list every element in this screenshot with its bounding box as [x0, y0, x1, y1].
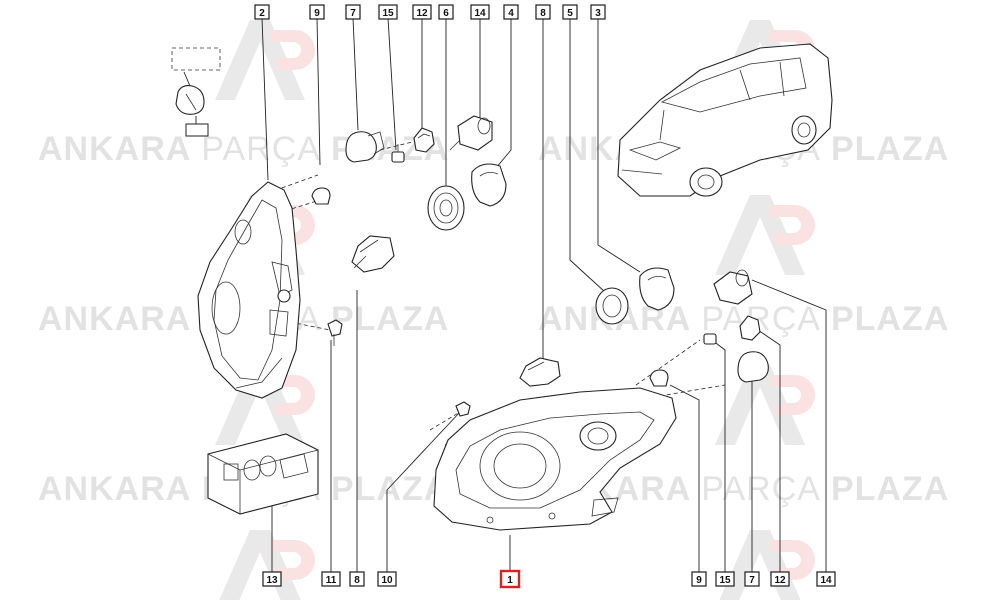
svg-text:15: 15: [382, 8, 394, 19]
side-bulb-9: [649, 369, 669, 387]
dust-cover-5: [595, 287, 629, 325]
svg-text:11: 11: [326, 575, 337, 586]
screw-11: [327, 319, 343, 346]
callouts-top: 2 9 7 15 12 6 14 4 8 5 3: [254, 4, 606, 20]
callout-7[interactable]: 7: [345, 4, 361, 20]
indicator-bulb-top: [345, 131, 385, 163]
callout-9[interactable]: 9: [691, 571, 707, 587]
level-actuator-14-top: [449, 115, 493, 151]
svg-text:2: 2: [259, 8, 265, 19]
callout-15[interactable]: 15: [715, 571, 735, 587]
svg-text:9: 9: [696, 575, 702, 586]
callout-10[interactable]: 10: [377, 571, 397, 587]
svg-text:1: 1: [507, 575, 513, 586]
svg-text:7: 7: [749, 575, 755, 586]
callout-8[interactable]: 8: [535, 4, 551, 20]
callouts-bottom: 13 11 8 10 1 9 15 7 12 14: [262, 569, 836, 589]
svg-text:13: 13: [266, 575, 278, 586]
callout-14[interactable]: 14: [470, 4, 490, 20]
dust-cover-6: [427, 185, 465, 231]
callout-2[interactable]: 2: [254, 4, 270, 20]
callout-8[interactable]: 8: [349, 571, 365, 587]
bulb-holder-12-right: [739, 315, 761, 341]
leader-lines: [261, 17, 827, 572]
indicator-bulb-right: [737, 351, 769, 383]
car-illustration: [617, 43, 833, 197]
svg-text:14: 14: [474, 8, 486, 19]
callout-9[interactable]: 9: [309, 4, 325, 20]
level-actuator-14-right: [713, 269, 753, 305]
screw-10: [455, 401, 471, 417]
svg-text:6: 6: [443, 8, 449, 19]
svg-text:14: 14: [820, 575, 832, 586]
wedge-bulb-reference: [171, 47, 221, 137]
retaining-clip-4: [471, 163, 507, 207]
callout-12[interactable]: 12: [412, 4, 432, 20]
small-bulb-15-top: [391, 144, 405, 163]
small-bulb-15-right: [703, 333, 717, 345]
side-bulb-small: [311, 187, 331, 205]
svg-text:8: 8: [354, 575, 360, 586]
svg-text:12: 12: [774, 575, 786, 586]
h4-bulb-middle: [519, 357, 561, 387]
headlamp-housing-rear: [197, 181, 301, 399]
retaining-clip-3: [639, 267, 675, 311]
callout-6[interactable]: 6: [438, 4, 454, 20]
svg-text:7: 7: [350, 8, 356, 19]
svg-text:3: 3: [595, 8, 601, 19]
svg-text:10: 10: [381, 575, 393, 586]
callout-5[interactable]: 5: [562, 4, 578, 20]
svg-text:9: 9: [314, 8, 320, 19]
svg-text:15: 15: [719, 575, 731, 586]
callout-7[interactable]: 7: [744, 571, 760, 587]
headlamp-assembly-front: [433, 387, 677, 531]
svg-text:12: 12: [416, 8, 428, 19]
callout-4[interactable]: 4: [503, 4, 519, 20]
svg-text:8: 8: [540, 8, 546, 19]
callout-12[interactable]: 12: [770, 571, 790, 587]
callout-1-selected[interactable]: 1: [499, 569, 521, 589]
bulb-holder-12-top: [413, 127, 435, 153]
callout-3[interactable]: 3: [590, 4, 606, 20]
callout-11[interactable]: 11: [321, 571, 341, 587]
callout-14[interactable]: 14: [816, 571, 836, 587]
callout-15[interactable]: 15: [378, 4, 398, 20]
h4-bulb-top: [351, 235, 395, 273]
spare-bulb-kit-box: [207, 433, 319, 515]
svg-text:4: 4: [508, 8, 514, 19]
callout-13[interactable]: 13: [262, 571, 282, 587]
svg-text:5: 5: [567, 8, 573, 19]
